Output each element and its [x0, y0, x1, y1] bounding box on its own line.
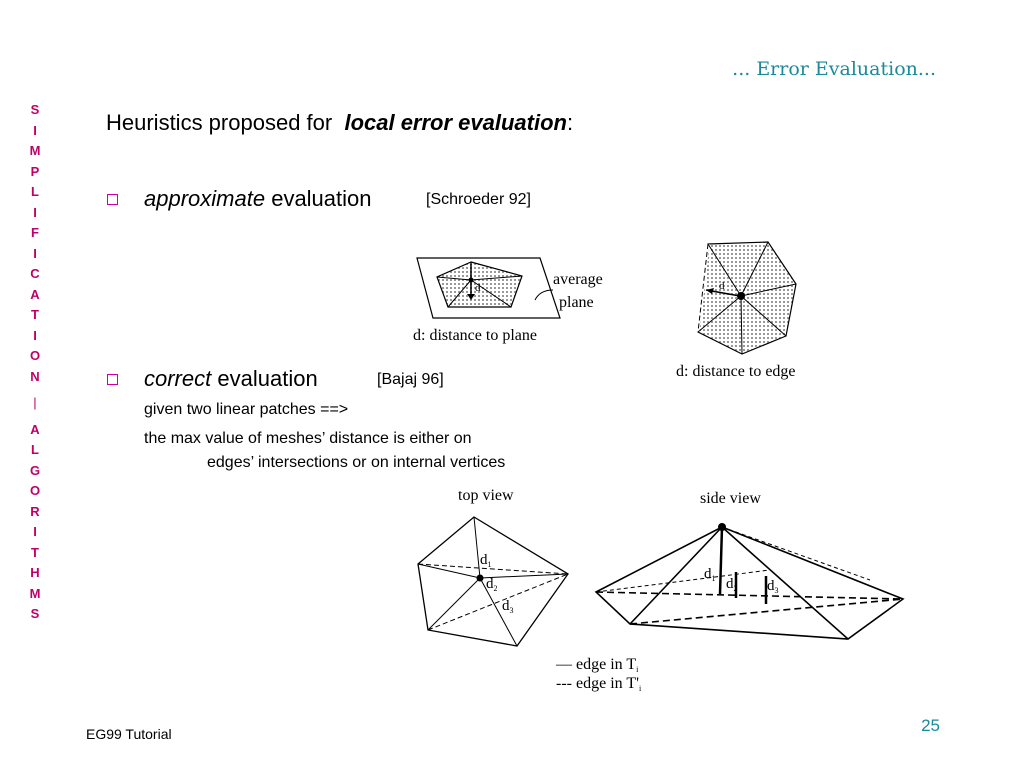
bullet-correct-text: evaluation — [217, 366, 318, 391]
side-d3-label: d3 — [767, 578, 779, 595]
slide-heading: Heuristics proposed for local error eval… — [106, 110, 573, 136]
side-label-letter: A — [30, 421, 40, 437]
side-label-letter: A — [30, 286, 40, 302]
side-label-letter: N — [30, 368, 40, 384]
plane-parallelogram — [416, 257, 561, 319]
side-label-letter: O — [29, 348, 41, 363]
top-view-figure: top view d1 d2 d3 — [417, 487, 569, 647]
polygon-fan — [436, 261, 523, 308]
plane-distance-figure: d average plane d: distance to plane — [413, 257, 603, 344]
side-label-letter: G — [29, 462, 41, 478]
bullet-square-icon — [107, 374, 118, 385]
note-line-2: the max value of meshes’ distance is eit… — [144, 430, 472, 447]
side-d1-label: d1 — [704, 566, 716, 583]
ref-bajaj: [Bajaj 96] — [377, 371, 444, 388]
top-d3-label: d3 — [502, 598, 514, 615]
note-line-3: edges’ intersections or on internal vert… — [207, 454, 506, 471]
note-line-1: given two linear patches ==> — [144, 401, 349, 418]
side-view-figure: side view d1 d2 d3 — [594, 490, 905, 640]
bullet-approximate: approximate evaluation — [144, 186, 372, 212]
bullet-correct: correct evaluation — [144, 366, 318, 392]
page-number: 25 — [921, 716, 940, 735]
heading-emphasis: local error evaluation — [344, 110, 567, 135]
side-label-letter: O — [29, 483, 41, 498]
legend-solid: — edge in Ti — [555, 656, 639, 674]
bullet-approximate-text: evaluation — [271, 186, 372, 211]
side-label-letter: P — [30, 163, 40, 179]
plane-caption: d: distance to plane — [413, 327, 537, 344]
top-d1-label: d1 — [480, 552, 492, 569]
side-label-letter: L — [31, 184, 39, 199]
footer-tutorial-label: EG99 Tutorial — [86, 726, 172, 742]
plane-d-label: d — [475, 282, 481, 294]
side-label-letter: I — [33, 122, 37, 138]
bullet-square-icon — [107, 194, 118, 205]
bullet-approximate-emphasis: approximate — [144, 186, 266, 211]
edge-distance-figure: d d: distance to edge — [676, 241, 797, 380]
section-title: ... Error Evaluation... — [732, 58, 936, 80]
top-d2-label: d2 — [486, 576, 498, 593]
side-label-letter: C — [30, 266, 40, 281]
side-view-caption: side view — [700, 490, 761, 507]
heading-prefix: Heuristics proposed for — [106, 110, 333, 135]
side-d2-label: d2 — [726, 576, 738, 593]
edge-caption: d: distance to edge — [676, 363, 796, 380]
average-label: average — [553, 271, 603, 288]
side-label-letter: F — [31, 225, 39, 240]
heading-suffix: : — [566, 110, 574, 135]
side-label-letter: M — [29, 585, 41, 601]
edge-legend: — edge in Ti --- edge in T'i — [555, 656, 642, 693]
bullet-correct-emphasis: correct — [144, 366, 212, 391]
top-view-caption: top view — [458, 487, 514, 504]
ref-schroeder: [Schroeder 92] — [426, 191, 531, 208]
side-label-letter: I — [33, 204, 37, 220]
side-label-letter: I — [33, 524, 37, 539]
side-label-letter: R — [30, 503, 40, 519]
side-label-letter: T — [31, 307, 39, 322]
edge-polygon-fan — [697, 241, 797, 355]
legend-dashed: --- edge in T'i — [556, 675, 642, 693]
side-label-letter: T — [31, 544, 39, 560]
edge-d-label: d — [719, 280, 725, 292]
side-label-letter: M — [29, 143, 41, 158]
side-label-letter: I — [33, 245, 37, 261]
plane-label: plane — [559, 294, 594, 311]
side-label-letter: | — [33, 395, 37, 410]
side-label-letter: S — [30, 606, 40, 621]
side-label-letter: I — [33, 327, 37, 343]
side-label-letter: H — [30, 565, 40, 580]
side-label-letter: S — [30, 102, 40, 117]
side-label-letter: L — [31, 442, 39, 457]
